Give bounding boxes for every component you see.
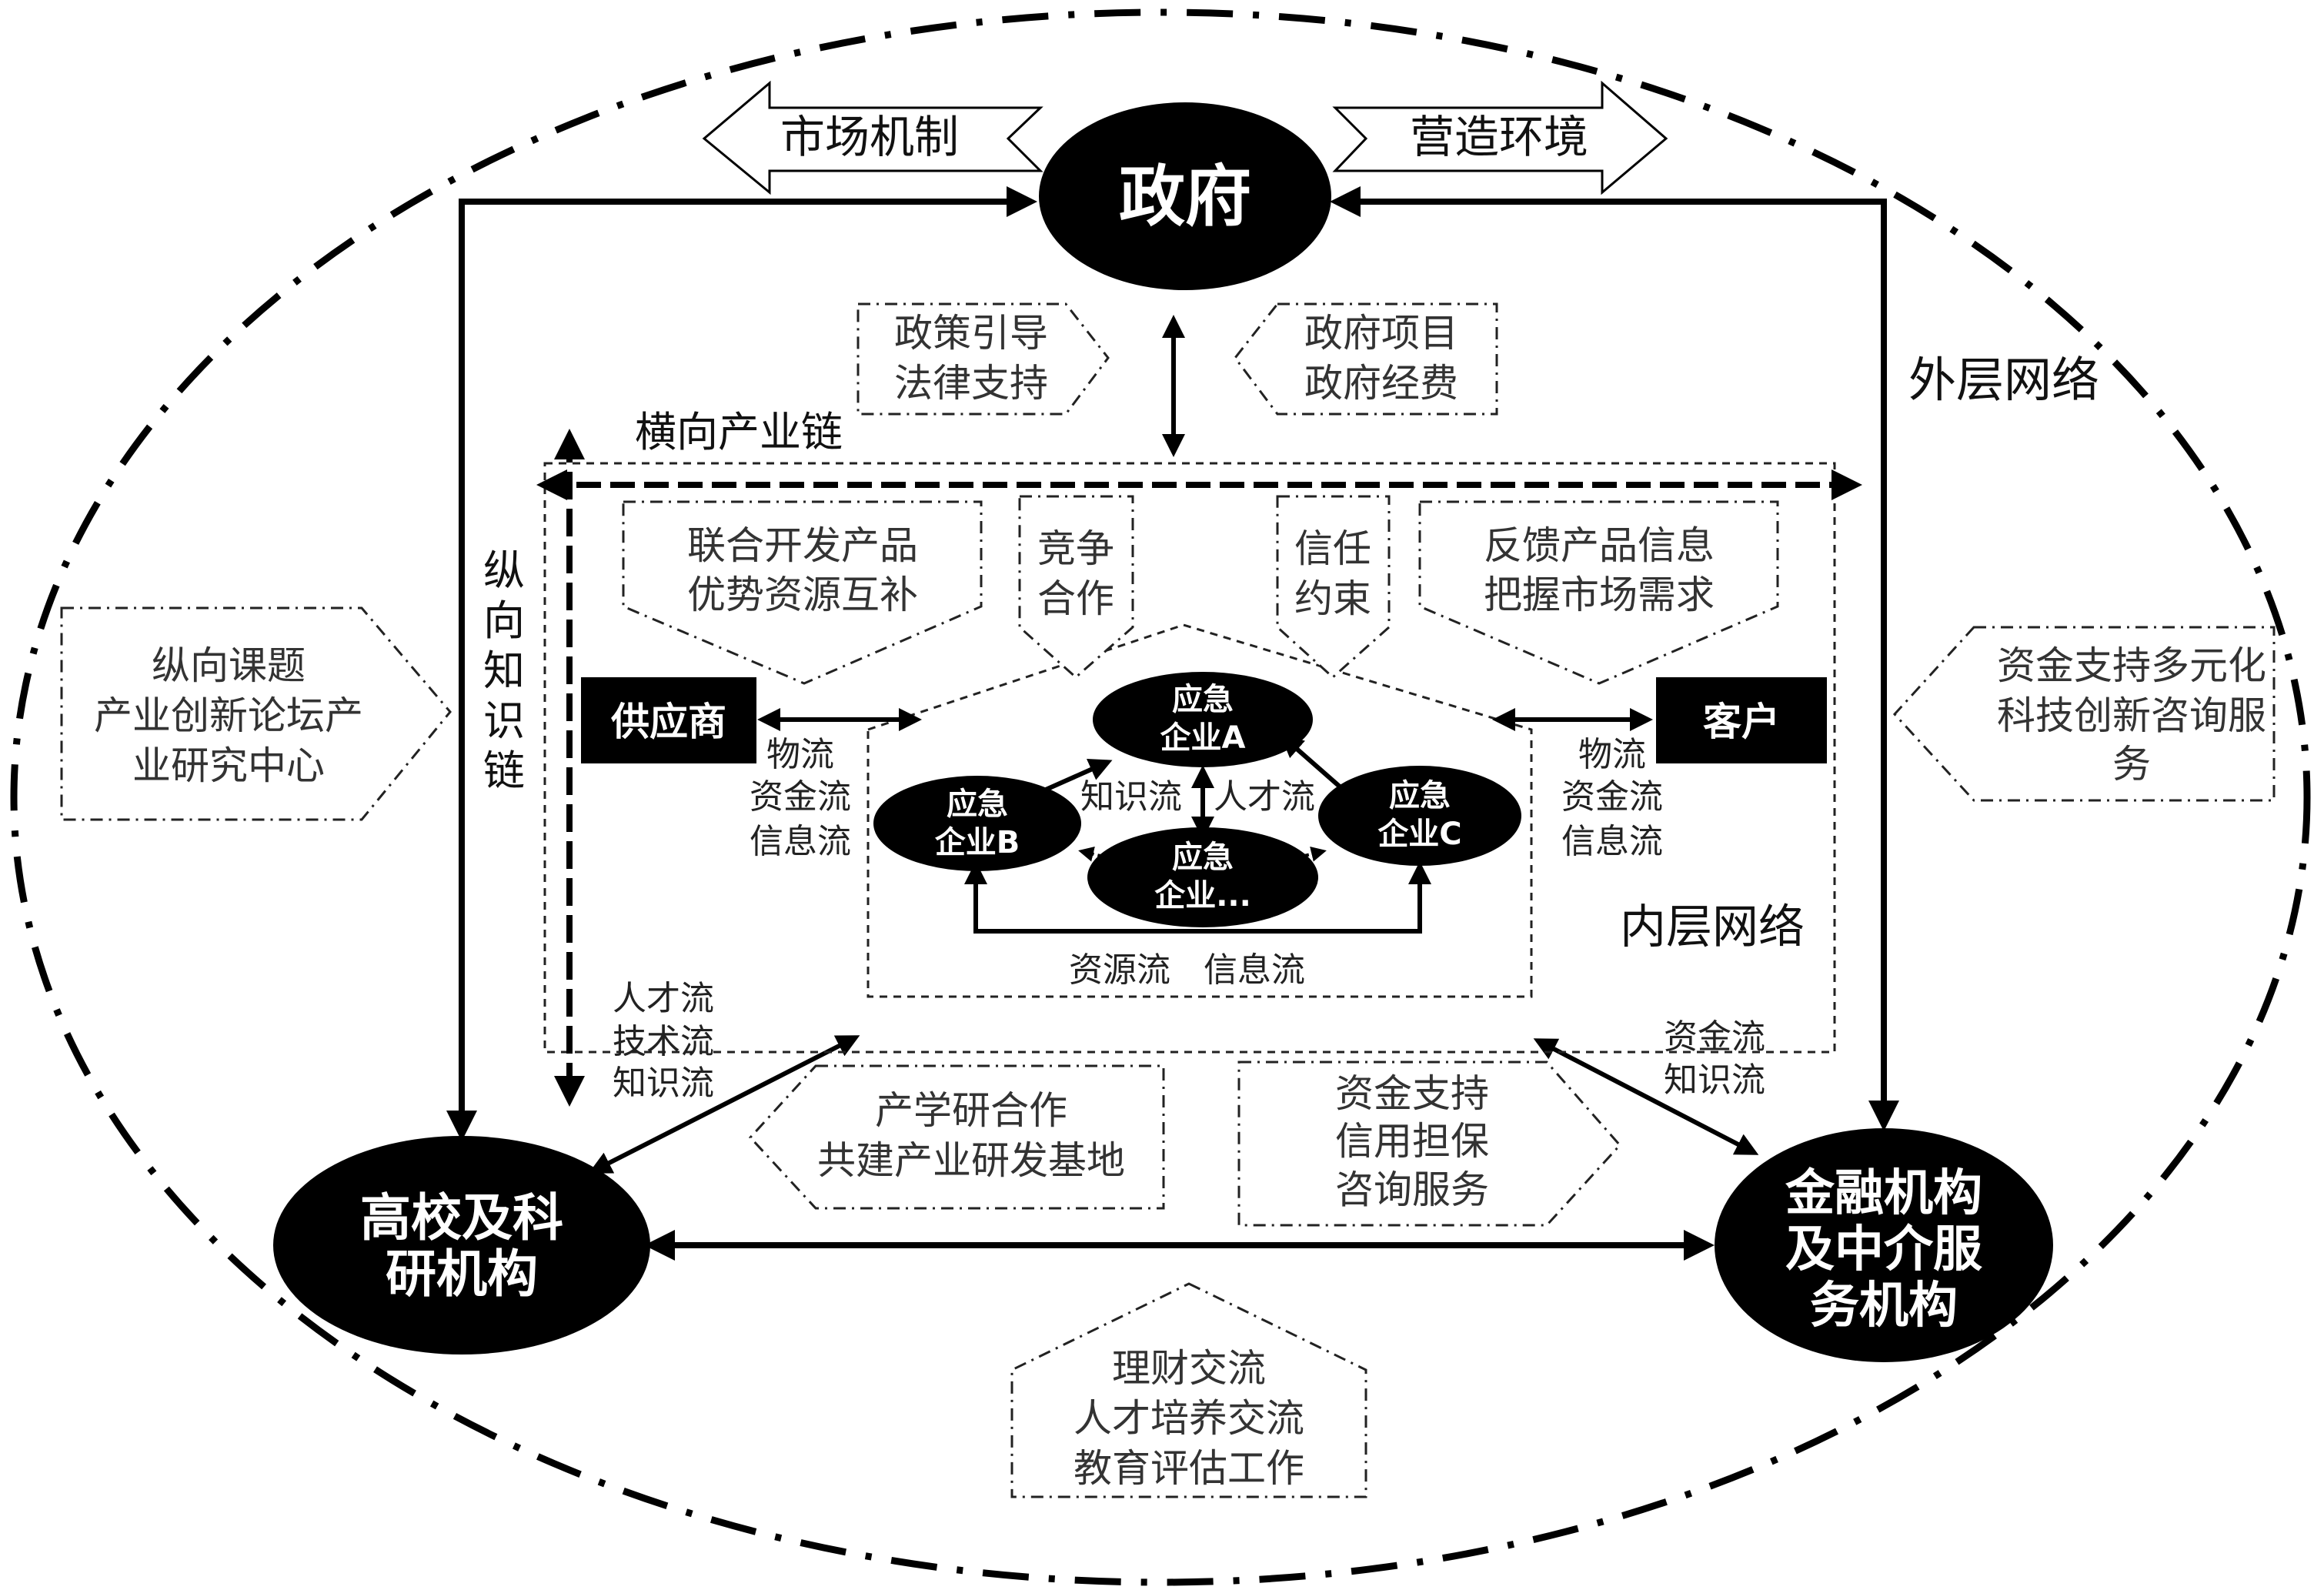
gov-to-university-line <box>446 186 1037 1141</box>
university-flow-label: 人才流 <box>613 979 714 1018</box>
finance-edu-note-line: 理财交流 <box>1112 1346 1266 1391</box>
horizontal-chain-label: 横向产业链 <box>635 408 843 456</box>
university-label-line: 研机构 <box>386 1244 538 1304</box>
university-node <box>273 1136 650 1355</box>
vertical-topics-note-line: 纵向课题 <box>152 643 306 688</box>
joint-dev-note-box <box>622 500 983 685</box>
customer-flow-label: 资金流 <box>1561 777 1663 817</box>
enterprise-n-node <box>1087 827 1318 927</box>
vertical-chain-char: 知 <box>483 646 525 695</box>
government-node <box>1039 102 1331 290</box>
finance-node <box>1715 1128 2053 1362</box>
competition-note-line: 竞争 <box>1037 526 1114 571</box>
enterprise-a-label-line: 企业A <box>1160 720 1246 756</box>
fund-diverse-note-box <box>1892 626 2276 802</box>
joint-dev-note-line: 联合开发产品 <box>687 523 918 568</box>
finance-label-line: 及中介服 <box>1785 1221 1982 1278</box>
create-environment-label: 营造环境 <box>1410 111 1588 163</box>
feedback-note-box <box>1418 500 1779 685</box>
enterprise-c-a-arrow <box>1280 734 1348 795</box>
enterprise-b-label-line: 企业B <box>935 825 1020 860</box>
enterprise-b-c-resource-arrow <box>964 861 1431 934</box>
trust-note-line: 约束 <box>1294 576 1371 621</box>
customer-node <box>1656 677 1827 763</box>
fund-credit-note-box <box>1237 1061 1622 1227</box>
supplier-label: 供应商 <box>611 700 726 744</box>
talent-flow-label: 人才流 <box>1214 777 1315 817</box>
university-inner-arrow <box>588 1035 860 1174</box>
enterprise-b-node <box>873 776 1081 871</box>
government-label: 政府 <box>1119 159 1251 235</box>
university-flow-label: 知识流 <box>613 1064 714 1103</box>
enterprise-b-n-arrow <box>1078 847 1101 862</box>
gov-projects-note-line: 政府经费 <box>1304 361 1458 406</box>
enterprise-b-label-line: 应急 <box>947 787 1008 822</box>
enterprise-a-node <box>1093 672 1313 767</box>
gov-projects-note-box <box>1234 302 1498 416</box>
customer-flow-label: 信息流 <box>1561 822 1663 861</box>
enterprise-c-label-line: 应急 <box>1389 778 1451 813</box>
knowledge-flow-label: 知识流 <box>1080 777 1182 817</box>
university-label-line: 高校及科 <box>360 1188 563 1248</box>
feedback-note-line: 把握市场需求 <box>1484 573 1715 617</box>
policy-note-line: 法律支持 <box>894 361 1048 406</box>
industry-univ-note-line: 共建产业研发基地 <box>817 1138 1125 1183</box>
supplier-flow-label: 资金流 <box>750 777 851 817</box>
enterprise-c-label-line: 企业C <box>1377 817 1461 852</box>
supplier-flow-label: 物流 <box>766 735 834 774</box>
vertical-topics-note-line: 业研究中心 <box>132 743 325 788</box>
outer-network-label: 外层网络 <box>1908 352 2099 408</box>
trust-note-line: 信任 <box>1294 526 1371 571</box>
supplier-node <box>581 677 756 763</box>
info-flow-label: 信息流 <box>1204 950 1305 990</box>
enterprise-c-node <box>1318 766 1521 866</box>
market-mechanism-label: 市场机制 <box>780 111 959 163</box>
industry-univ-note-line: 产学研合作 <box>875 1088 1067 1133</box>
finance-edu-note-line: 人才培养交流 <box>1074 1396 1304 1441</box>
supplier-flow-label: 信息流 <box>750 822 851 861</box>
vertical-topics-note-line: 产业创新论坛产 <box>94 693 363 738</box>
finance-inner-arrow <box>1533 1038 1759 1155</box>
fund-diverse-note-line: 资金支持多元化 <box>1997 643 2266 688</box>
vertical-chain-char: 链 <box>483 747 525 795</box>
fund-credit-note-line: 信用担保 <box>1335 1119 1489 1164</box>
resource-flow-label: 资源流 <box>1069 950 1170 990</box>
enterprise-n-label-line: 企业... <box>1154 878 1251 914</box>
inner-network-boundary <box>543 462 1836 1054</box>
competition-note-box <box>1018 495 1134 680</box>
policy-note-box <box>856 302 1110 416</box>
competition-note-line: 合作 <box>1037 576 1114 621</box>
outer-network-boundary <box>10 8 2311 1586</box>
fund-credit-note-line: 资金支持 <box>1335 1071 1489 1116</box>
customer-label: 客户 <box>1703 700 1780 744</box>
finance-edu-note-box <box>1010 1282 1367 1498</box>
vertical-chain-char: 向 <box>483 596 525 645</box>
industry-univ-note-box <box>748 1064 1165 1210</box>
vertical-topics-note-box <box>60 606 452 821</box>
fund-diverse-note-line: 科技创新咨询服 <box>1997 693 2266 738</box>
joint-dev-note-line: 优势资源互补 <box>687 573 918 617</box>
gov-to-finance-line <box>1330 186 1899 1131</box>
fund-credit-note-line: 咨询服务 <box>1335 1167 1489 1212</box>
enterprise-a-label-line: 应急 <box>1172 682 1234 717</box>
finance-flow-label: 知识流 <box>1664 1061 1765 1100</box>
inner-network-label: 内层网络 <box>1620 900 1805 954</box>
finance-edu-note-line: 教育评估工作 <box>1074 1446 1304 1491</box>
vertical-chain-char: 识 <box>483 696 525 745</box>
gov-projects-note-line: 政府项目 <box>1304 311 1458 356</box>
enterprise-n-c-arrow <box>1304 847 1327 862</box>
enterprise-n-label-line: 应急 <box>1172 840 1234 875</box>
feedback-note-line: 反馈产品信息 <box>1484 523 1715 568</box>
policy-note-line: 政策引导 <box>894 311 1048 356</box>
finance-label-line: 金融机构 <box>1785 1165 1982 1222</box>
finance-flow-label: 资金流 <box>1664 1017 1765 1057</box>
trust-note-box <box>1276 495 1391 680</box>
customer-flow-label: 物流 <box>1578 735 1646 774</box>
fund-diverse-note-line: 务 <box>2112 742 2151 787</box>
university-flow-label: 技术流 <box>613 1022 714 1061</box>
vertical-chain-char: 纵 <box>483 546 525 595</box>
finance-label-line: 务机构 <box>1810 1278 1958 1334</box>
